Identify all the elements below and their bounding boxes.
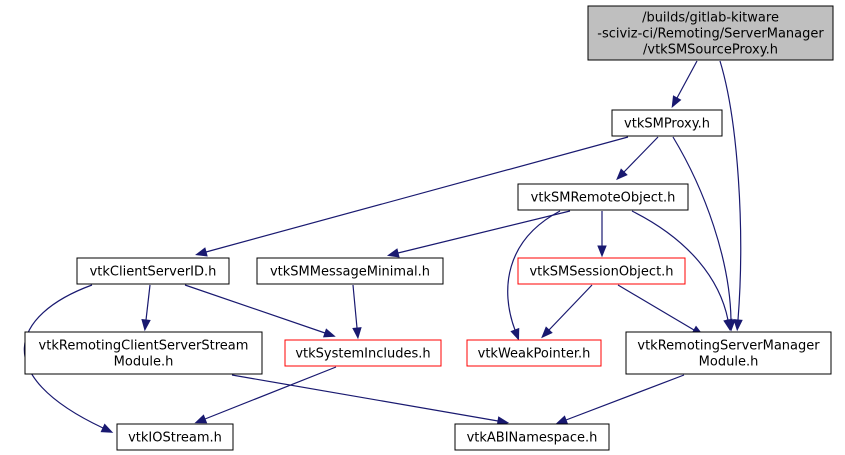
edge-arrowhead bbox=[671, 95, 682, 108]
node-label: vtkSMRemoteObject.h bbox=[531, 191, 676, 206]
node-abi[interactable]: vtkABINamespace.h bbox=[454, 423, 610, 451]
edge-line bbox=[507, 210, 561, 331]
edge-line bbox=[617, 284, 695, 331]
edge-line bbox=[565, 374, 685, 421]
node-label: Module.h bbox=[699, 355, 759, 370]
edge-remote-to-msgmin bbox=[386, 210, 571, 258]
node-label: vtkABINamespace.h bbox=[467, 431, 598, 446]
node-box bbox=[116, 423, 234, 451]
edge-arrowhead bbox=[194, 414, 208, 424]
edge-line bbox=[719, 60, 742, 321]
edge-line bbox=[184, 284, 326, 334]
edge-msgmin-to-sysinc bbox=[352, 284, 362, 340]
edge-line bbox=[397, 210, 571, 254]
node-box bbox=[76, 257, 230, 285]
edge-arrowhead bbox=[723, 318, 733, 332]
node-label: vtkSMMessageMinimal.h bbox=[270, 265, 430, 280]
node-label: /builds/gitlab-kitware bbox=[642, 11, 779, 26]
edge-line bbox=[352, 284, 358, 329]
node-label: vtkWeakPointer.h bbox=[478, 347, 591, 362]
edge-arrowhead bbox=[322, 328, 336, 338]
node-label: vtkSystemIncludes.h bbox=[295, 347, 430, 362]
node-box bbox=[611, 109, 723, 137]
edge-proxy-to-remote bbox=[616, 136, 659, 181]
edge-line bbox=[231, 374, 499, 422]
edge-line bbox=[548, 284, 593, 331]
edge-rsmm-to-abi bbox=[555, 374, 685, 425]
edge-line bbox=[672, 136, 732, 321]
node-box bbox=[625, 331, 832, 375]
edge-session-to-rsmm bbox=[617, 284, 704, 336]
edge-arrowhead bbox=[510, 327, 520, 341]
node-session[interactable]: vtkSMSessionObject.h bbox=[517, 257, 686, 285]
edge-arrowhead bbox=[195, 247, 208, 257]
edge-remote-to-weak bbox=[507, 210, 561, 341]
edge-root-to-proxy bbox=[671, 60, 698, 108]
edge-arrowhead bbox=[616, 168, 628, 181]
node-label: /vtkSMSourceProxy.h bbox=[643, 43, 778, 58]
node-box bbox=[24, 331, 263, 375]
edge-proxy-to-rsmm bbox=[672, 136, 736, 332]
edge-line bbox=[205, 136, 629, 253]
node-msgmin[interactable]: vtkSMMessageMinimal.h bbox=[256, 257, 444, 285]
node-proxy[interactable]: vtkSMProxy.h bbox=[611, 109, 723, 137]
edge-line bbox=[623, 136, 659, 173]
node-box bbox=[587, 5, 834, 61]
edge-rcssm-to-abi bbox=[231, 374, 510, 426]
edge-remote-to-rsmm bbox=[631, 210, 733, 332]
edge-csid-to-rcssm bbox=[141, 284, 151, 332]
edge-line bbox=[145, 284, 151, 321]
edge-csid-to-sysinc bbox=[184, 284, 336, 338]
edge-root-to-rsmm bbox=[719, 60, 743, 332]
edge-arrowhead bbox=[141, 318, 151, 332]
node-box bbox=[284, 339, 442, 367]
node-label: vtkRemotingClientServerStream bbox=[39, 339, 249, 354]
node-label: -sciviz-ci/Remoting/ServerManager bbox=[597, 27, 824, 42]
edge-line bbox=[631, 210, 729, 321]
node-box bbox=[466, 339, 602, 367]
edge-remote-to-session bbox=[597, 211, 607, 258]
edge-sysinc-to-iostream bbox=[194, 366, 337, 424]
node-box bbox=[517, 183, 689, 211]
edge-line bbox=[204, 366, 337, 420]
node-csid[interactable]: vtkClientServerID.h bbox=[76, 257, 230, 285]
node-box bbox=[517, 257, 686, 285]
node-label: vtkClientServerID.h bbox=[90, 265, 217, 280]
edge-arrowhead bbox=[733, 319, 743, 332]
node-remote[interactable]: vtkSMRemoteObject.h bbox=[517, 183, 689, 211]
edge-arrowhead bbox=[386, 248, 400, 258]
node-label: vtkIOStream.h bbox=[128, 431, 222, 446]
node-label: Module.h bbox=[114, 355, 174, 370]
node-label: vtkSMProxy.h bbox=[624, 117, 710, 132]
node-label: vtkRemotingServerManager bbox=[637, 339, 820, 354]
nodes-layer: /builds/gitlab-kitware-sciviz-ci/Remotin… bbox=[24, 5, 834, 451]
edge-arrowhead bbox=[541, 326, 553, 339]
node-sysinc[interactable]: vtkSystemIncludes.h bbox=[284, 339, 442, 367]
node-weak[interactable]: vtkWeakPointer.h bbox=[466, 339, 602, 367]
node-box bbox=[256, 257, 444, 285]
edge-session-to-weak bbox=[541, 284, 593, 339]
node-root[interactable]: /builds/gitlab-kitware-sciviz-ci/Remotin… bbox=[587, 5, 834, 61]
node-iostream[interactable]: vtkIOStream.h bbox=[116, 423, 234, 451]
edge-proxy-to-csid bbox=[195, 136, 629, 257]
edge-line bbox=[676, 60, 698, 99]
edge-arrowhead bbox=[352, 327, 362, 340]
edge-arrowhead bbox=[100, 423, 114, 433]
edge-arrowhead bbox=[597, 245, 607, 258]
edge-arrowhead bbox=[555, 415, 569, 425]
node-label: vtkSMSessionObject.h bbox=[529, 265, 673, 280]
edges-layer bbox=[23, 60, 743, 433]
node-box bbox=[454, 423, 610, 451]
